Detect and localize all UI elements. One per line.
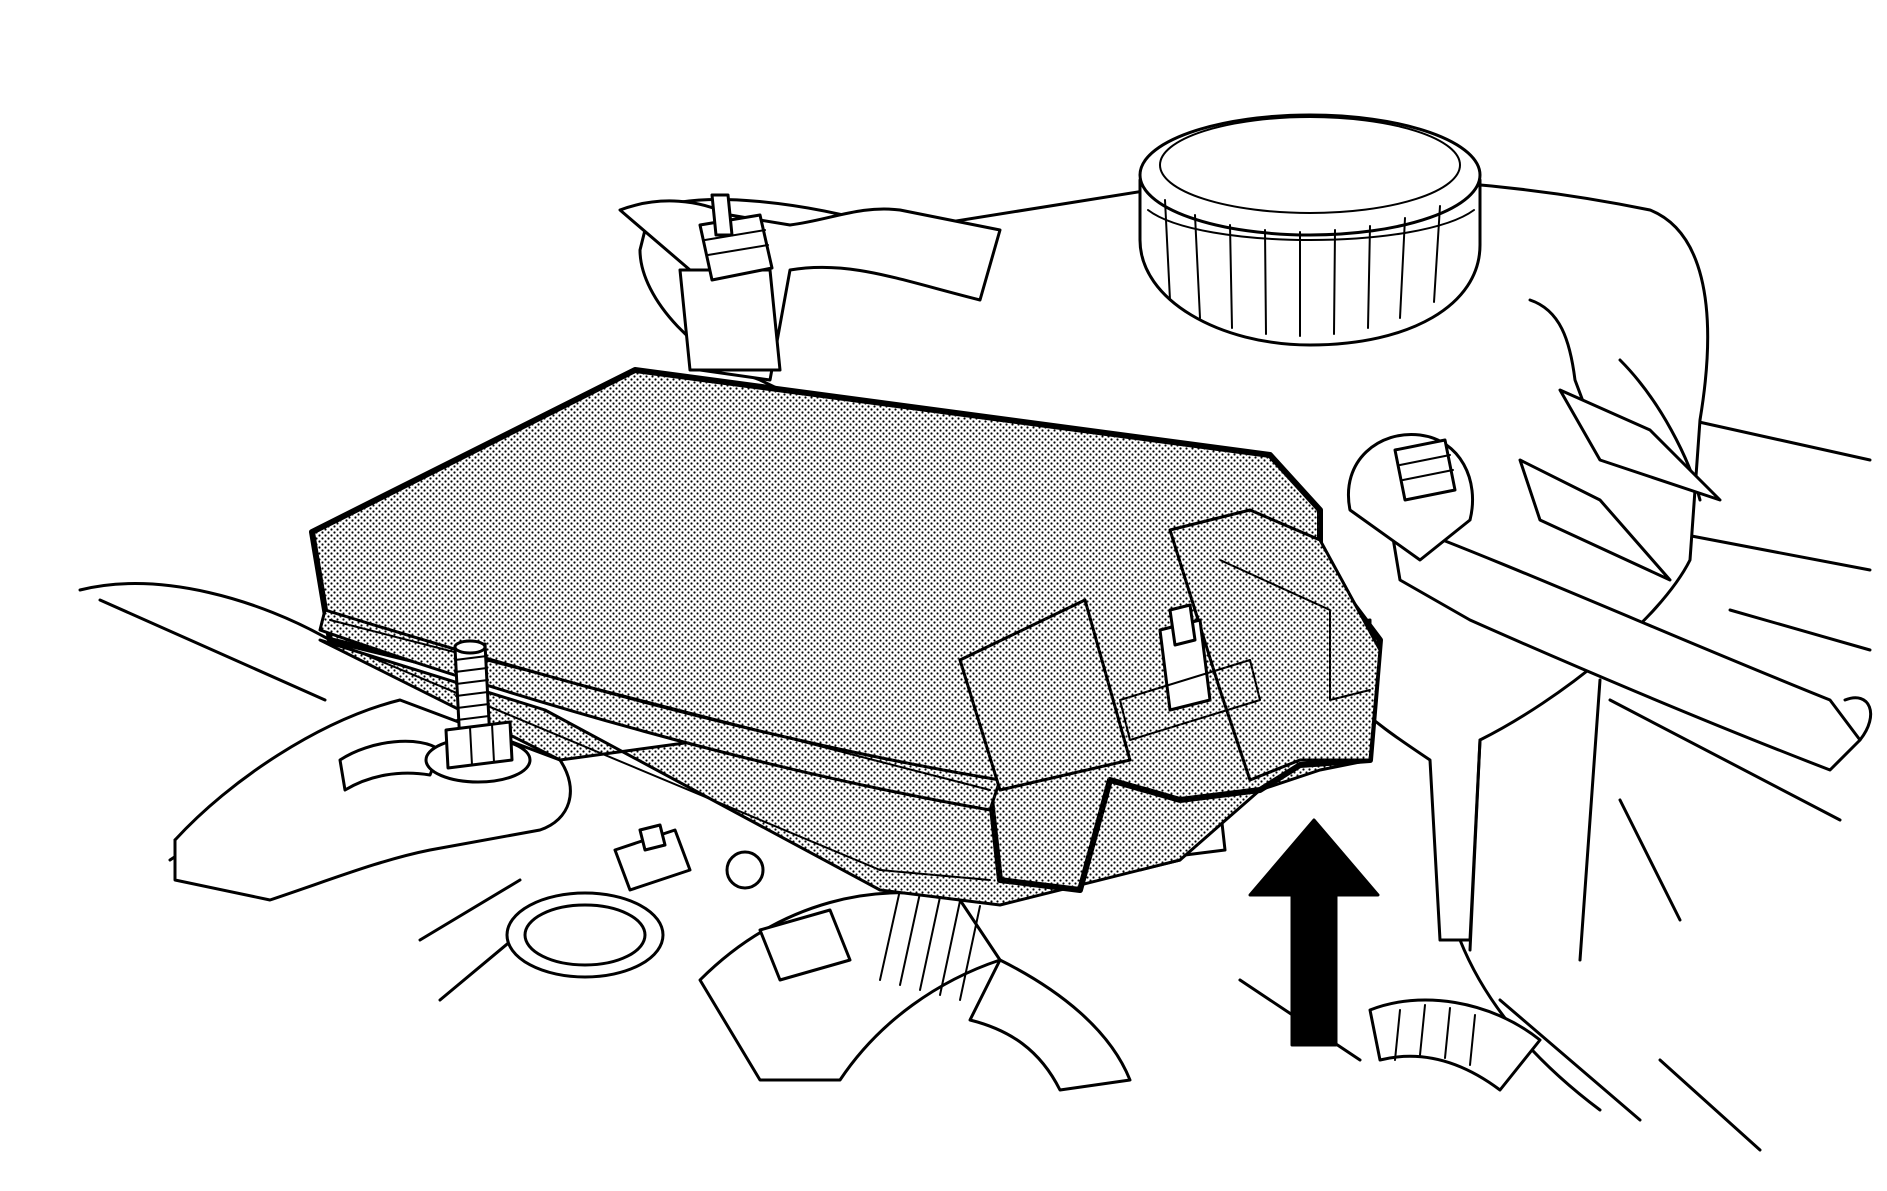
hose-clamp-icon [698,193,774,282]
lower-hose-icon [1347,432,1873,772]
removal-direction-arrow-icon [1248,818,1380,1047]
mounting-washer-icon [505,891,665,979]
mounting-nut-icon [424,720,532,784]
module-housing-icon [309,367,1383,907]
reservoir-cap-icon [1138,113,1482,347]
mounting-stud-icon [453,639,492,746]
